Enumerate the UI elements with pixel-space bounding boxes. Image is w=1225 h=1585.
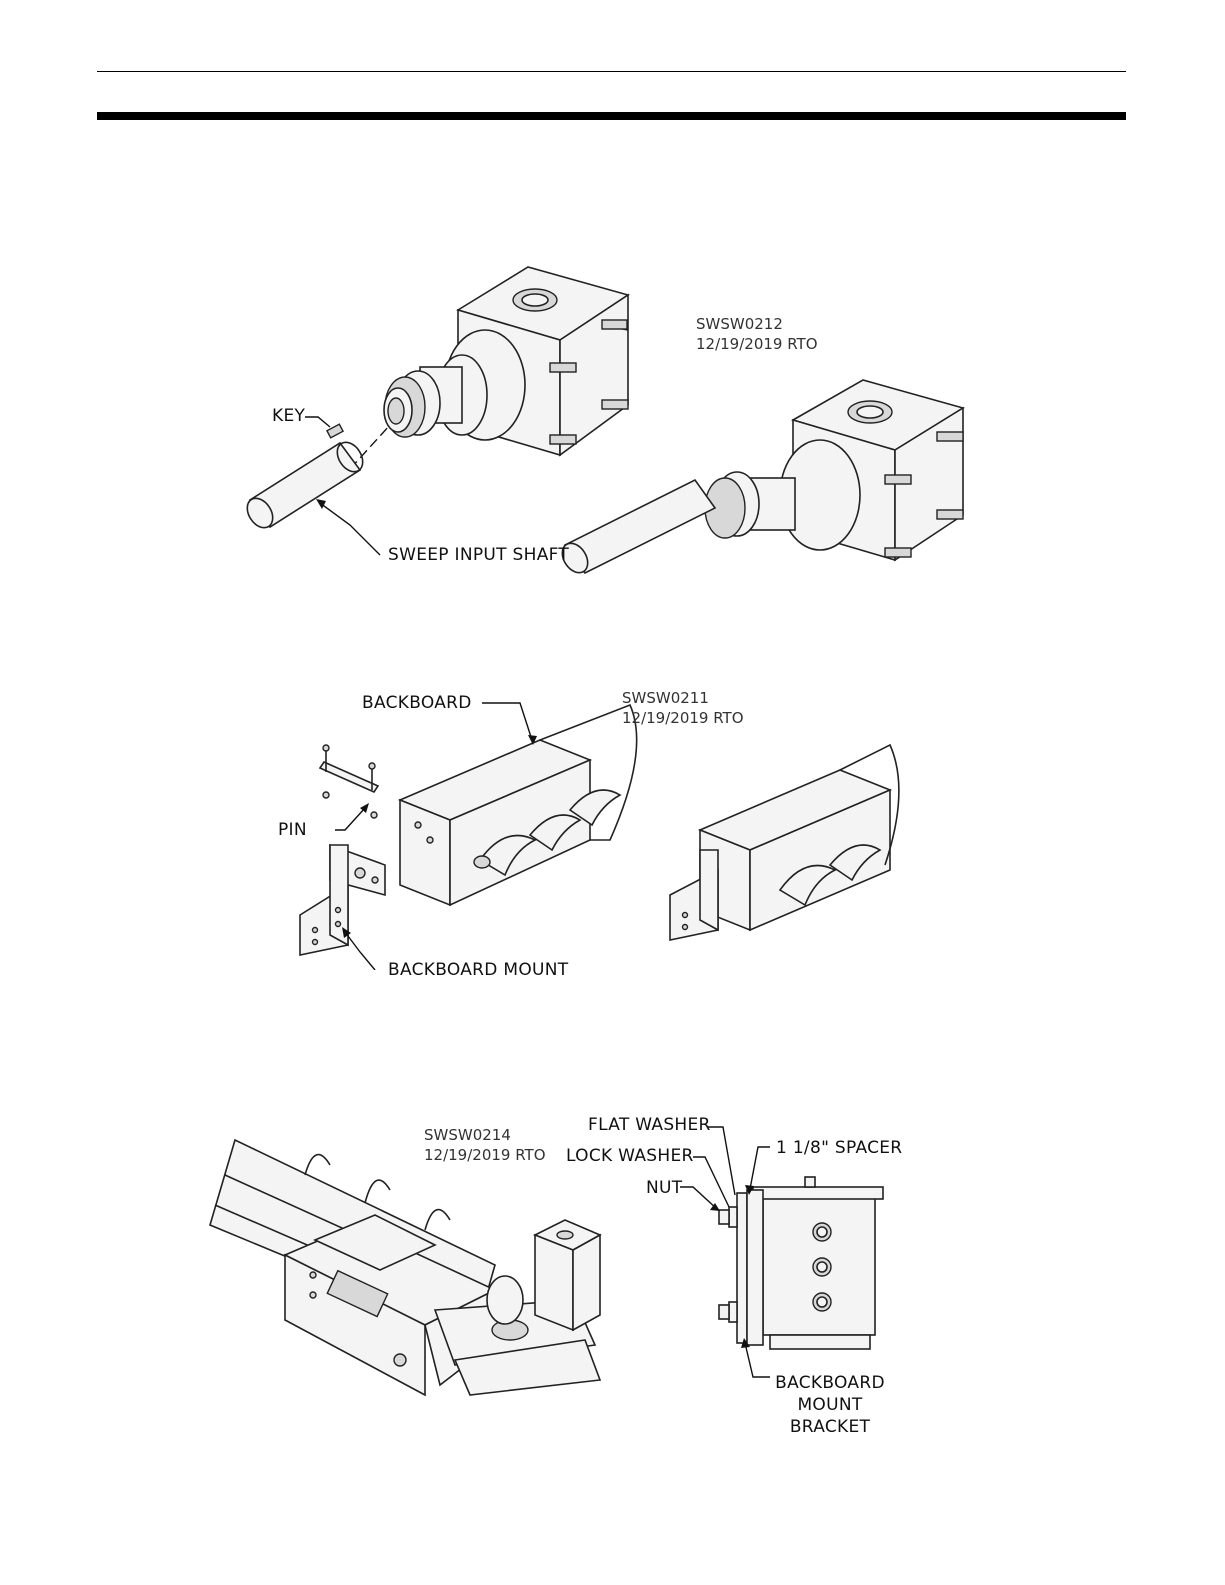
backboard-assembled <box>670 745 899 940</box>
drawing-code: SWSW0211 <box>622 688 744 708</box>
figure-1-drawing-code: SWSW0212 12/19/2019 RTO <box>696 314 818 354</box>
label-spacer: 1 1/8" SPACER <box>776 1138 902 1158</box>
label-nut: NUT <box>646 1178 682 1198</box>
drawing-date: 12/19/2019 RTO <box>622 708 744 728</box>
label-key: KEY <box>272 406 305 426</box>
gearbox-exploded <box>384 267 628 455</box>
backboard-mount-part <box>300 845 385 955</box>
label-pin: PIN <box>278 820 307 840</box>
figure-1-gearbox-drawing <box>230 255 1010 595</box>
label-backboard-mount: BACKBOARD MOUNT <box>388 960 569 980</box>
drawing-date: 12/19/2019 RTO <box>424 1145 546 1165</box>
backboard-exploded <box>400 705 637 905</box>
label-sweep-input-shaft: SWEEP INPUT SHAFT <box>388 545 569 565</box>
figure-2-drawing-code: SWSW0211 12/19/2019 RTO <box>622 688 744 728</box>
drawing-code: SWSW0214 <box>424 1125 546 1145</box>
figure-3-drawing-code: SWSW0214 12/19/2019 RTO <box>424 1125 546 1165</box>
header-rule-thin <box>97 71 1126 72</box>
bracket-label-line-2: MOUNT <box>765 1394 895 1416</box>
bracket-label-line-3: BRACKET <box>765 1416 895 1438</box>
drawing-code: SWSW0212 <box>696 314 818 334</box>
sweep-input-shaft <box>242 438 368 533</box>
bracket-label-line-1: BACKBOARD <box>765 1372 895 1394</box>
sweep-assembly-isometric <box>210 1140 600 1395</box>
label-flat-washer: FLAT WASHER <box>588 1115 711 1135</box>
label-backboard-mount-bracket: BACKBOARD MOUNT BRACKET <box>765 1372 895 1438</box>
label-backboard: BACKBOARD <box>362 693 472 713</box>
header-rule-thick <box>97 112 1126 120</box>
label-lock-washer: LOCK WASHER <box>566 1146 694 1166</box>
pin-part <box>320 745 378 818</box>
gearbox-side-view <box>719 1177 883 1349</box>
drawing-date: 12/19/2019 RTO <box>696 334 818 354</box>
figure-2-backboard-drawing <box>290 690 910 970</box>
